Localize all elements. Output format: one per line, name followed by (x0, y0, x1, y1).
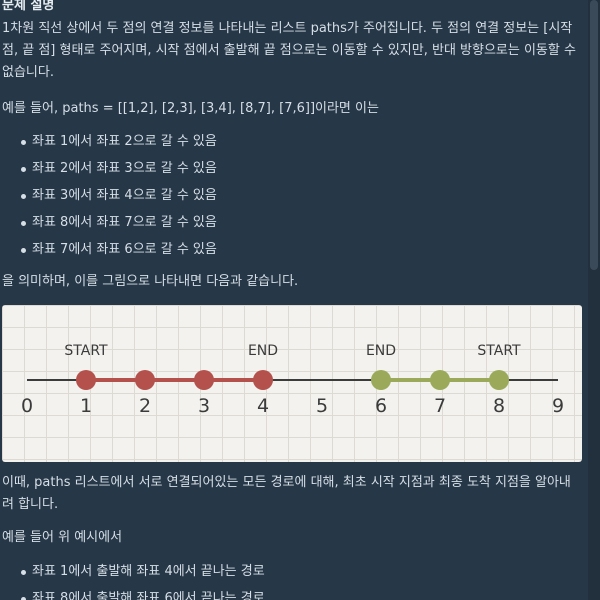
path-point (194, 370, 214, 390)
section-title: 문제 설명 (2, 0, 55, 13)
tick-label: 9 (552, 395, 564, 417)
scrollbar[interactable] (588, 0, 600, 600)
example2-list: 좌표 1에서 출발해 좌표 4에서 끝나는 경로 좌표 8에서 출발해 좌표 6… (2, 561, 582, 600)
list-item: 좌표 8에서 좌표 7으로 갈 수 있음 (2, 212, 582, 239)
path-point (135, 370, 155, 390)
tick-label: 0 (21, 395, 33, 417)
tick-label: 8 (493, 395, 505, 417)
endpoint-label: START (477, 343, 521, 359)
tick-label: 1 (80, 395, 92, 417)
tick-label: 2 (139, 395, 151, 417)
example2-intro: 예를 들어 위 예시에서 (2, 530, 123, 545)
meaning-paragraph: 을 의미하며, 이를 그림으로 나타내면 다음과 같습니다. (2, 274, 299, 289)
path-point (371, 370, 391, 390)
tick-label: 7 (434, 395, 446, 417)
path-point (430, 370, 450, 390)
path-point (489, 370, 509, 390)
list-item: 좌표 1에서 출발해 좌표 4에서 끝나는 경로 (2, 561, 582, 588)
example-list: 좌표 1에서 좌표 2으로 갈 수 있음 좌표 2에서 좌표 3으로 갈 수 있… (2, 131, 582, 266)
list-item: 좌표 3에서 좌표 4으로 갈 수 있음 (2, 185, 582, 212)
path-point (253, 370, 273, 390)
list-item: 좌표 7에서 좌표 6으로 갈 수 있음 (2, 239, 582, 266)
number-line-svg: 0 1 2 3 4 5 6 7 8 9 START END END START (21, 343, 564, 417)
question-paragraph: 이때, paths 리스트에서 서로 연결되어있는 모든 경로에 대해, 최초 … (2, 475, 571, 512)
example-intro: 예를 들어, paths = [[1,2], [2,3], [3,4], [8,… (2, 101, 379, 116)
scrollbar-thumb[interactable] (590, 0, 598, 270)
list-item: 좌표 1에서 좌표 2으로 갈 수 있음 (2, 131, 582, 158)
list-item: 좌표 8에서 출발해 좌표 6에서 끝나는 경로 (2, 588, 582, 600)
tick-label: 6 (375, 395, 387, 417)
intro-paragraph: 1차원 직선 상에서 두 점의 연결 정보를 나타내는 리스트 paths가 주… (2, 21, 576, 80)
path-point (76, 370, 96, 390)
endpoint-label: END (248, 343, 278, 359)
tick-label: 5 (316, 395, 328, 417)
endpoint-label: START (64, 343, 108, 359)
tick-label: 4 (257, 395, 269, 417)
list-item: 좌표 2에서 좌표 3으로 갈 수 있음 (2, 158, 582, 185)
number-line-diagram: 0 1 2 3 4 5 6 7 8 9 START END END START (2, 305, 582, 462)
endpoint-label: END (366, 343, 396, 359)
tick-label: 3 (198, 395, 210, 417)
